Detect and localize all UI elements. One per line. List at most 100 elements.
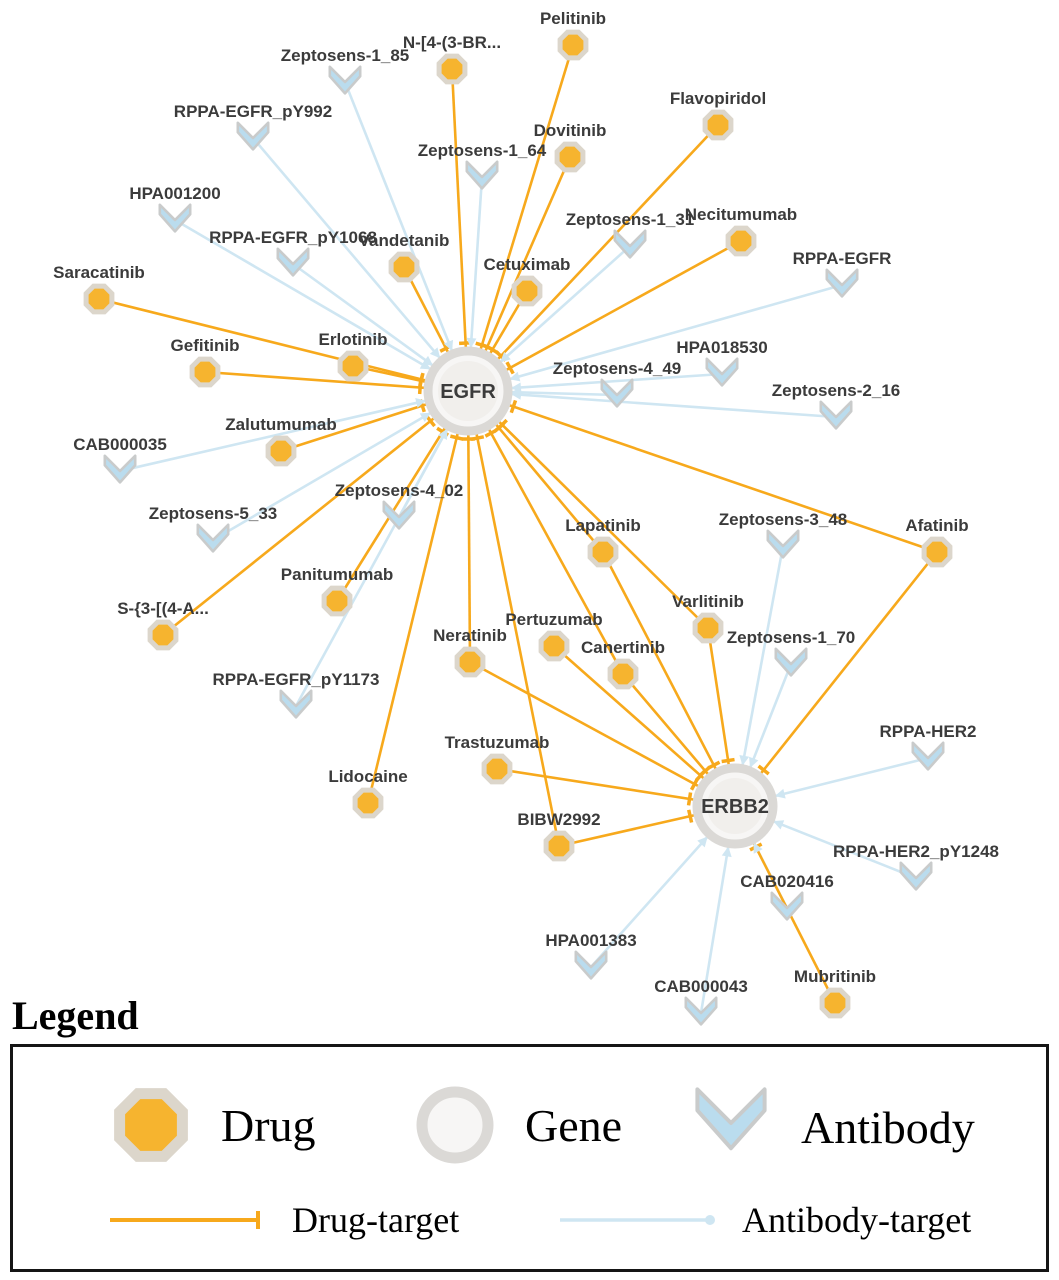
legend-box: Drug Gene Antibody Drug-target <box>10 1044 1049 1272</box>
antibody-node-label: Zeptosens-1_85 <box>281 46 410 65</box>
antibody-node <box>770 891 804 921</box>
antibody-node <box>766 529 800 559</box>
drug-target-edge <box>98 297 469 393</box>
drug-node-label: BIBW2992 <box>517 810 600 829</box>
drug-node <box>83 283 115 315</box>
drug-edge-cap <box>470 435 485 442</box>
drug-target-edge <box>466 44 575 392</box>
drug-edge-cap <box>496 418 508 431</box>
antibody-target-edge <box>252 137 469 392</box>
antibody-target-edge <box>343 81 470 392</box>
drug-node <box>819 987 851 1019</box>
drug-target-edge <box>733 551 939 807</box>
gene-node-label: ERBB2 <box>701 796 769 818</box>
drug-node <box>692 612 724 644</box>
drug-node <box>481 753 513 785</box>
antibody-node <box>574 950 608 980</box>
antibody-node <box>774 647 808 677</box>
antibody-edge-cap <box>697 836 708 848</box>
drug-node-label: Lidocaine <box>328 767 407 786</box>
legend-label-antibody: Antibody <box>801 1101 975 1153</box>
antibody-target-edge <box>174 218 469 393</box>
antibody-node-label: RPPA-EGFR <box>793 249 892 268</box>
drug-node-label: Canertinib <box>581 638 665 657</box>
drug-node <box>543 830 575 862</box>
antibody-node <box>911 741 945 771</box>
legend-item-antibody-target: Antibody-target <box>558 1199 971 1241</box>
antibody-node-label: Zeptosens-4_02 <box>335 481 464 500</box>
antibody-node <box>276 247 310 277</box>
drug-node-label: Afatinib <box>905 516 968 535</box>
drug-node <box>265 435 297 467</box>
antibody-edge-cap <box>438 428 448 440</box>
drug-edge-cap <box>686 809 694 823</box>
antibody-node <box>705 357 739 387</box>
drug-node <box>511 275 543 307</box>
antibody-node-label: HPA001200 <box>129 184 220 203</box>
drug-node <box>388 251 420 283</box>
antibody-node-label: RPPA-HER2_pY1248 <box>833 842 999 861</box>
antibody-edge-cap <box>509 371 521 382</box>
antibody-node-label: Zeptosens-2_16 <box>772 381 901 400</box>
antibody-edge-cap <box>415 398 427 408</box>
drug-node <box>702 109 734 141</box>
antibody-edge-cap <box>419 412 431 423</box>
antibody-node <box>196 523 230 553</box>
drug-edge-cap <box>505 361 515 375</box>
drug-edge-cap <box>418 374 425 388</box>
antibody-edge-cap <box>749 756 759 768</box>
drug-edge-cap <box>694 769 707 782</box>
edge-caps-layer <box>415 337 786 858</box>
drug-node-label: Pelitinib <box>540 9 606 28</box>
legend-item-drug: Drug <box>101 1075 316 1175</box>
antibody-node <box>328 65 362 95</box>
antibody-edge-cap <box>510 389 522 400</box>
drug-node-label: Dovitinib <box>534 121 607 140</box>
drug-edge-cap <box>449 434 464 441</box>
antibody-node-label: Zeptosens-1_70 <box>727 628 856 647</box>
legend-title: Legend <box>12 993 139 1038</box>
drug-icon <box>114 1088 188 1162</box>
antibody-node <box>279 689 313 719</box>
antibody-node-label: Zeptosens-3_48 <box>719 510 848 529</box>
antibody-node-label: RPPA-HER2 <box>880 722 977 741</box>
antibody-target-edge-icon <box>560 1215 715 1225</box>
gene-icon <box>416 1086 494 1164</box>
drug-target-edge <box>469 660 736 808</box>
drug-edge-cap <box>721 757 735 764</box>
drug-edge-cap <box>425 414 436 428</box>
edges-layer <box>98 44 939 1014</box>
drug-target-edge <box>162 389 469 637</box>
antibody-node-label: RPPA-EGFR_pY1173 <box>213 670 380 689</box>
drug-edge-cap <box>484 428 498 438</box>
drug-node <box>557 29 589 61</box>
legend-label-drug-target: Drug-target <box>292 1200 460 1240</box>
antibody-target-edge <box>467 389 837 419</box>
drug-node-label: Varlitinib <box>672 592 744 611</box>
antibody-edge-cap <box>422 355 434 366</box>
drug-node-label: Pertuzumab <box>505 610 602 629</box>
antibody-node <box>236 121 270 151</box>
antibody-edge-cap <box>429 347 441 359</box>
antibody-edge-cap <box>466 337 477 349</box>
drug-target-edge <box>467 390 709 629</box>
drug-node <box>454 646 486 678</box>
antibody-target-edge <box>294 390 470 707</box>
antibody-node-label: CAB000043 <box>654 977 748 996</box>
antibody-node-label: Zeptosens-1_64 <box>418 141 547 160</box>
antibody-node-label: RPPA-EGFR_pY1068 <box>209 228 377 247</box>
drug-target-edge <box>467 389 938 554</box>
antibody-target-edge <box>467 283 843 393</box>
antibody-node <box>819 400 853 430</box>
drug-node-label: Saracatinib <box>53 263 145 282</box>
drug-node-label: Necitumumab <box>685 205 797 224</box>
drug-node <box>607 658 639 690</box>
antibody-edge-cap <box>739 754 750 766</box>
drug-target-edge <box>466 390 472 663</box>
antibody-node <box>899 861 933 891</box>
antibody-node-label: CAB020416 <box>740 872 834 891</box>
antibody-edge-cap <box>500 351 511 363</box>
antibody-node-label: HPA018530 <box>676 338 767 357</box>
